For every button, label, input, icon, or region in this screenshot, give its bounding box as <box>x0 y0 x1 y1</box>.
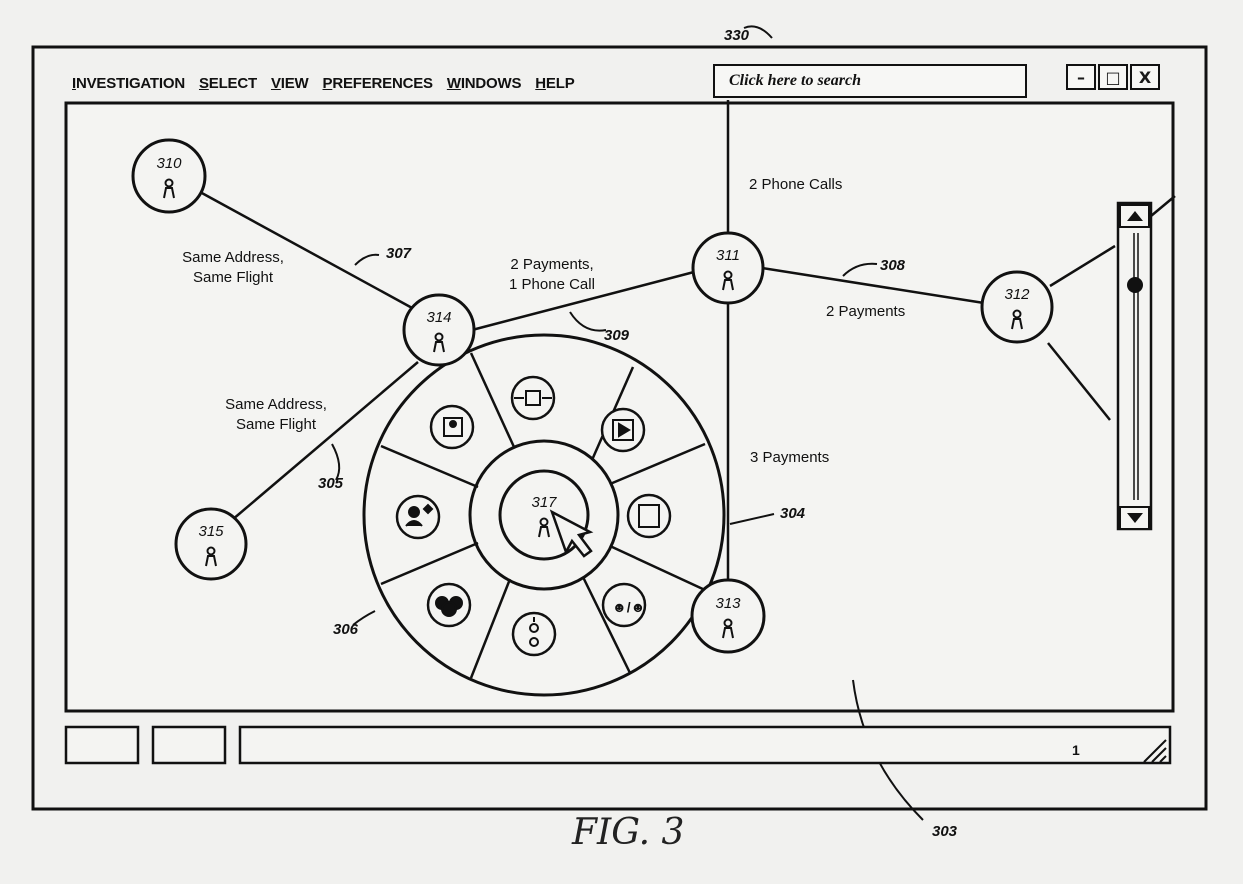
window-controls: – □ X <box>1066 64 1160 90</box>
status-field-2 <box>151 725 227 765</box>
node-315-circle[interactable] <box>174 507 248 581</box>
nodes <box>131 138 1054 654</box>
figure-caption: FIG. 3 <box>572 812 685 853</box>
edge-label-e314-311-line-2: 1 Phone Call <box>509 276 595 293</box>
status-bar <box>64 725 1172 765</box>
search-input[interactable]: Click here to search <box>713 64 1027 98</box>
callout-309: 309 <box>604 327 630 344</box>
edge-310-314[interactable] <box>199 190 415 311</box>
edge-label-e310-314-line-1: Same Address, <box>182 249 284 266</box>
edge-311-312[interactable] <box>761 266 985 305</box>
menu-select[interactable]: SELECT <box>198 74 257 92</box>
node-314-circle[interactable] <box>402 293 476 367</box>
menu-preferences[interactable]: PREFERENCES <box>322 74 434 92</box>
edge-label-e310-314-line-2: Same Flight <box>193 269 274 286</box>
node-labels: 310 311 312 313 314 315 317 <box>156 155 1030 639</box>
minimize-button[interactable]: – <box>1066 64 1096 90</box>
edge-label-e314-311-line-1: 2 Payments, <box>510 256 593 273</box>
node-312-circle[interactable] <box>980 270 1054 344</box>
node-312-label: 312 <box>1004 286 1030 303</box>
mouse-cursor-icon <box>549 509 594 558</box>
person-icon <box>722 618 734 639</box>
close-button[interactable]: X <box>1130 64 1160 90</box>
edge-labels: Same Address, Same Flight 2 Payments, 1 Pho… <box>182 176 905 466</box>
callout-330: 330 <box>724 27 750 44</box>
callout-307: 307 <box>386 245 412 262</box>
menu-bar: INVESTIGATION SELECT VIEW PREFERENCES WI… <box>72 70 575 96</box>
person-icon <box>1011 309 1023 330</box>
callout-303: 303 <box>932 823 958 840</box>
edge-offscreen-c[interactable] <box>1150 195 1176 217</box>
scroll-thumb[interactable] <box>1127 277 1143 293</box>
radial-expand-icon[interactable] <box>511 611 557 657</box>
menu-windows[interactable]: WINDOWS <box>446 74 522 92</box>
node-315-label: 315 <box>198 523 224 540</box>
person-icon <box>433 332 445 353</box>
node-313-circle[interactable] <box>690 578 766 654</box>
radial-add-person-icon[interactable] <box>395 494 441 540</box>
person-icon <box>205 546 217 567</box>
menu-investigation[interactable]: INVESTIGATION <box>72 74 185 92</box>
vertical-scrollbar[interactable] <box>1116 201 1153 531</box>
edges <box>199 100 1176 580</box>
radial-contact-card-icon[interactable] <box>626 493 672 539</box>
maximize-button[interactable]: □ <box>1098 64 1128 90</box>
node-310-label: 310 <box>156 155 182 172</box>
window-frame <box>31 45 1208 811</box>
node-311-circle[interactable] <box>691 231 765 305</box>
edge-312-offscreen-b[interactable] <box>1047 342 1111 421</box>
edge-312-offscreen-a[interactable] <box>1049 244 1116 288</box>
status-field-main <box>238 725 1172 765</box>
resize-grip-icon[interactable] <box>1143 739 1167 763</box>
node-313-label: 313 <box>715 595 741 612</box>
edge-label-e314-315-line-2: Same Flight <box>236 416 317 433</box>
callout-304: 304 <box>780 505 806 522</box>
edge-label-e311-top-line-1: 2 Phone Calls <box>749 176 842 193</box>
callout-308: 308 <box>880 257 906 274</box>
status-field-1 <box>64 725 140 765</box>
node-317-label: 317 <box>531 494 557 511</box>
node-311-label: 311 <box>716 247 740 264</box>
arrow-down-icon <box>1127 513 1143 523</box>
menu-view[interactable]: VIEW <box>270 74 309 92</box>
person-icon <box>163 178 175 199</box>
person-icon <box>538 517 550 538</box>
status-indicator: 1 <box>1072 742 1080 758</box>
callout-305: 305 <box>318 475 344 492</box>
svg-text:☻/☻: ☻/☻ <box>612 599 645 615</box>
edge-label-e311-312-line-1: 2 Payments <box>826 303 905 320</box>
person-icon <box>722 270 734 291</box>
node-310-circle[interactable] <box>131 138 207 214</box>
radial-link-icon[interactable] <box>510 375 556 421</box>
arrow-up-icon <box>1127 211 1143 221</box>
callout-306: 306 <box>333 621 359 638</box>
node-314-label: 314 <box>426 309 451 326</box>
menu-help[interactable]: HELP <box>535 74 575 92</box>
edge-314-315[interactable] <box>231 361 419 521</box>
edge-label-e314-315-line-1: Same Address, <box>225 396 327 413</box>
edge-314-311[interactable] <box>471 270 695 332</box>
radial-compare-persons-icon[interactable] <box>601 582 647 628</box>
edge-label-e311-313-line-1: 3 Payments <box>750 449 829 466</box>
